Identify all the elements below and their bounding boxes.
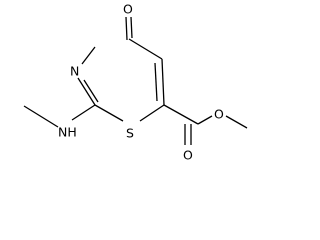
bond-c4-n3 <box>81 46 96 65</box>
atom-oxo-oxygen: O <box>123 2 133 17</box>
bond-n3-c2-inner <box>83 79 99 103</box>
bond-c5-c4 <box>128 38 163 60</box>
bond-c6-c5 <box>161 58 165 106</box>
bond-c6-c5-inner <box>154 62 158 102</box>
atom-ester-oxygen: O <box>214 107 224 122</box>
bond-c4-oxo-double <box>130 16 133 39</box>
atom-carbonyl-oxygen: O <box>183 148 193 163</box>
atom-ring-nitrogen: N <box>70 64 79 79</box>
bond-nh-methyl <box>23 105 59 128</box>
bond-ester-c-o <box>197 115 213 125</box>
atom-amine-nh: NH <box>58 125 77 140</box>
molecule-structure-diagram: O N NH S O O <box>23 2 248 163</box>
bond-c6-ester-c <box>163 104 199 125</box>
bond-s1-c6 <box>139 104 165 122</box>
bond-n3-c2 <box>77 77 96 106</box>
atom-ring-sulfur: S <box>126 126 134 141</box>
bond-c2-nh <box>71 104 96 121</box>
bond-c4-oxo <box>125 16 128 41</box>
bond-c2-s1 <box>94 104 124 122</box>
bond-o-methyl <box>225 115 248 129</box>
